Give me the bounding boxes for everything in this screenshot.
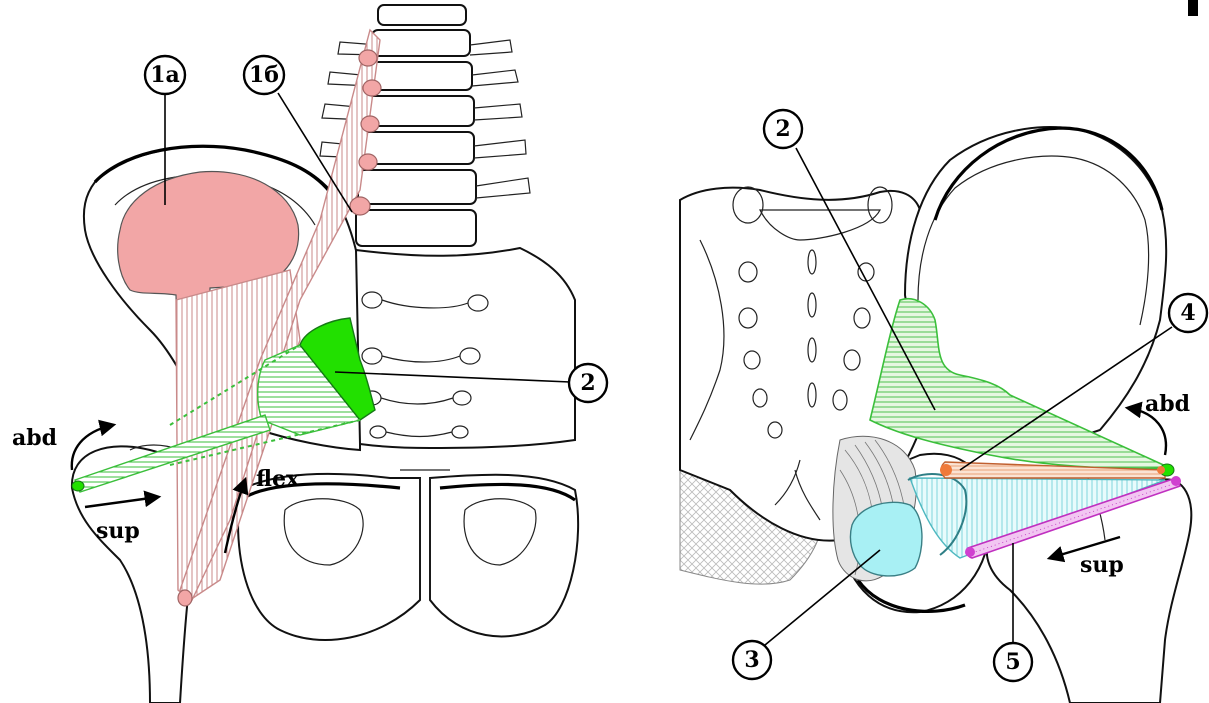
- magenta-origin: [965, 547, 975, 557]
- insertion-orange-right: [1157, 466, 1165, 474]
- right-panel: 2 3 4 5 abd sup: [680, 110, 1207, 703]
- callout-2-left-text: 2: [580, 370, 595, 396]
- callout-1a-text: 1а: [150, 62, 180, 88]
- sacrum-outline: [356, 248, 575, 448]
- corner-mark: [1188, 0, 1198, 16]
- left-panel: 1а 1б 2 abd sup flex: [12, 5, 607, 703]
- gemellus-origin: [940, 464, 952, 476]
- gluteus-insertion: [72, 481, 84, 491]
- callout-3-text: 3: [744, 647, 759, 673]
- callout-4-text: 4: [1180, 300, 1195, 326]
- sup-label-left: sup: [96, 518, 140, 544]
- callout-1b-text: 1б: [249, 62, 279, 88]
- magenta-insertion: [1171, 476, 1181, 486]
- callout-5-text: 5: [1005, 649, 1020, 675]
- abd-label-left: abd: [12, 425, 57, 451]
- flex-label: flex: [256, 466, 300, 492]
- sup-label-right: sup: [1080, 552, 1124, 578]
- abd-label-right: abd: [1145, 391, 1190, 417]
- callout-2-right-text: 2: [775, 116, 790, 142]
